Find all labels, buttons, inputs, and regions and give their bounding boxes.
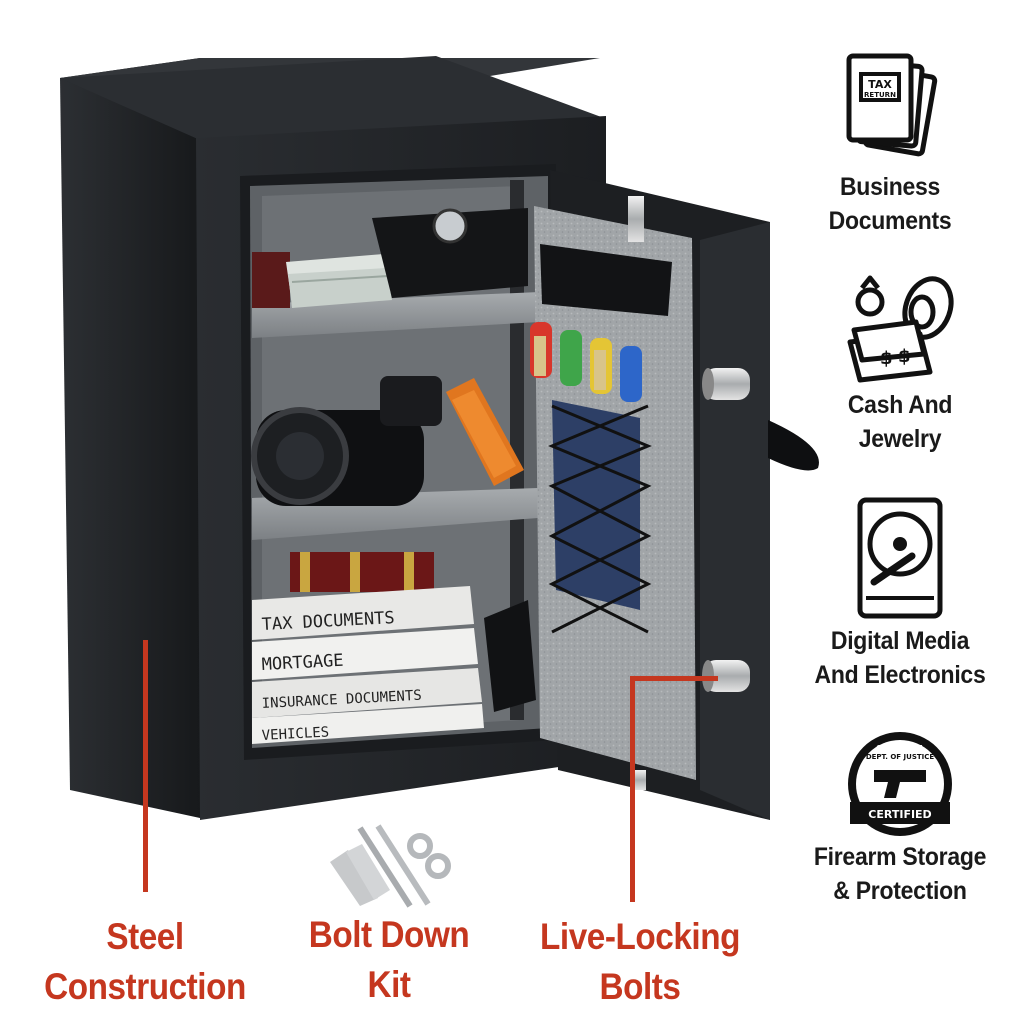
svg-text:RETURN: RETURN (864, 91, 896, 99)
key-tags (530, 322, 642, 402)
callout-steel-construction: Steel Construction (44, 916, 246, 1007)
feature-digital-media: Digital Media And Electronics (790, 494, 1010, 692)
feature-business-documents: TAX RETURN Business Documents (780, 50, 1000, 238)
watch (432, 208, 468, 244)
camera (251, 376, 442, 506)
leader-line-steel (143, 640, 148, 892)
callout-live-locking-bolts: Live-Locking Bolts (540, 916, 740, 1007)
cash-jewelry-icon: $ $ (847, 275, 954, 383)
feature-label-line: Digital Media (830, 627, 970, 655)
hard-drive-icon (857, 497, 943, 619)
california-doj-certified-seal: CALIFORNIA DEPT. OF JUSTICE CERTIFIED (848, 732, 952, 836)
feature-label-line: Jewelry (858, 425, 942, 453)
svg-text:DEPT. OF JUSTICE: DEPT. OF JUSTICE (866, 753, 935, 761)
callout-bolt-down-kit: Bolt Down Kit (308, 914, 470, 1005)
safe-door (530, 170, 770, 820)
feature-label-line: & Protection (833, 877, 967, 905)
feature-label-line: And Electronics (814, 661, 986, 689)
leader-line-bolts-vertical (630, 676, 635, 902)
feature-label-line: Firearm Storage (813, 843, 987, 871)
feature-label-line: Cash And (847, 391, 953, 419)
tax-return-icon: TAX RETURN (846, 53, 938, 157)
binder-2: MORTGAGE (252, 628, 478, 680)
svg-text:$: $ (880, 348, 893, 369)
svg-text:VEHICLES: VEHICLES (261, 724, 329, 744)
binder-1: TAX DOCUMENTS (252, 586, 474, 640)
binder-3: INSURANCE DOCUMENTS (252, 668, 482, 718)
feature-label-line: Documents (828, 207, 952, 235)
safe-top (60, 56, 604, 140)
svg-text:$: $ (898, 346, 911, 367)
svg-text:MORTGAGE: MORTGAGE (261, 651, 344, 675)
feature-cash-and-jewelry: $ $ Cash And Jewelry (790, 268, 1010, 456)
svg-text:TAX: TAX (868, 78, 892, 91)
portable-hard-drive (446, 378, 524, 486)
cash-stack (252, 252, 392, 308)
binder-4: VEHICLES (252, 704, 484, 744)
door-pocket (548, 400, 652, 634)
svg-text:CALIFORNIA: CALIFORNIA (876, 744, 924, 752)
feature-label-line: Business (839, 173, 941, 201)
feature-firearm-storage: CALIFORNIA DEPT. OF JUSTICE CERTIFIED Fi… (790, 728, 1010, 908)
leader-line-bolts-horizontal (630, 676, 718, 681)
pistol-icon (874, 770, 926, 798)
drawer-tray (372, 208, 528, 298)
locking-bolt-upper (702, 368, 750, 400)
door-handle (768, 420, 819, 471)
svg-text:CERTIFIED: CERTIFIED (868, 808, 931, 821)
document-binders: TAX DOCUMENTS MORTGAGE INSURANCE DOCUMEN… (252, 552, 536, 744)
bolt-down-kit (330, 824, 451, 908)
